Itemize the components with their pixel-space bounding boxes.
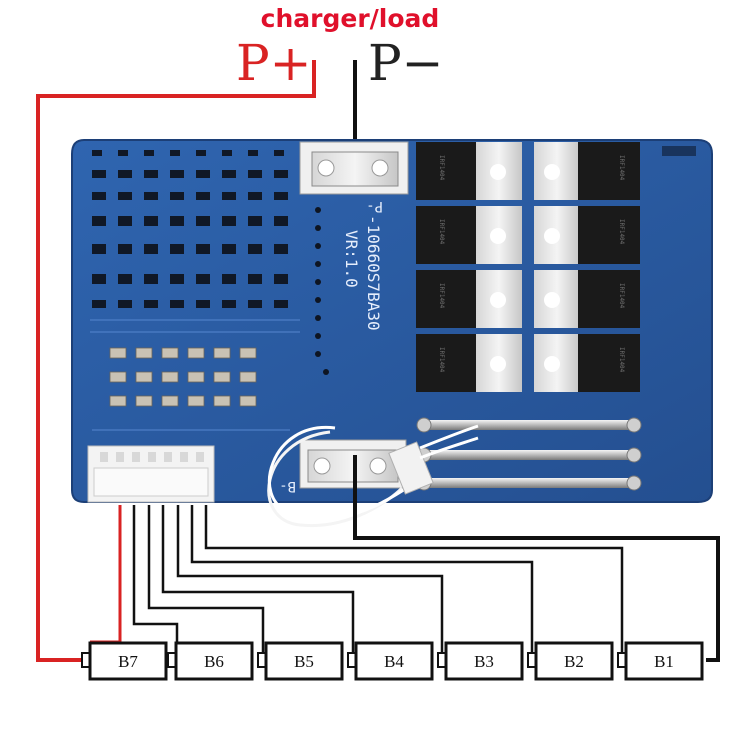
p-minus-pad: P- [299,141,409,214]
svg-text:IRF1404: IRF1404 [618,283,625,309]
svg-text:IRF1404: IRF1404 [438,155,445,181]
b-minus-pad-text: B- [279,478,296,494]
cell-b1: B1 [617,641,704,681]
p-minus-pad-text: P- [366,198,383,214]
battery-string: B7 B6 B5 B4 B3 B2 B1 [81,641,704,681]
mosfet: IRF1404 [416,334,522,392]
diagram-title: charger/load [260,4,440,33]
board-version-text: VR:1.0 [342,230,361,288]
svg-text:IRF1404: IRF1404 [438,347,445,373]
mosfet: IRF1404 [416,270,522,328]
cell-b7: B7 [81,641,168,681]
board-model-text: -10660S7BA30 [364,215,383,331]
cell-b5: B5 [257,641,344,681]
pcb-dot-pattern [662,146,696,156]
svg-text:IRF1404: IRF1404 [618,155,625,181]
cell-b3: B3 [437,641,524,681]
cell-label: B2 [564,652,584,671]
cell-label: B5 [294,652,314,671]
mosfet: IRF1404 [416,206,522,264]
mosfet: IRF1404 [416,142,522,200]
mosfet-bank-left: IRF1404 IRF1404 IRF1404 IRF1404 [416,142,522,392]
cell-label: B4 [384,652,404,671]
cell-label: B1 [654,652,674,671]
positive-wire [36,60,316,662]
p-minus-label: P− [368,34,444,92]
mosfet: IRF1404 [534,142,640,200]
cell-b4: B4 [347,641,434,681]
shunt-resistors [416,417,642,491]
pcb-traces [90,319,300,431]
cell-label: B6 [204,652,224,671]
balance-wire-positive [90,505,122,644]
bms-pcb: -10660S7BA30 VR:1.0 P- IRF1404 IRF1404 I… [71,139,713,528]
mosfet-bank-right: IRF1404 IRF1404 IRF1404 IRF1404 [534,142,640,392]
smd-resistor-grid [109,347,257,407]
svg-text:IRF1404: IRF1404 [438,219,445,245]
mosfet: IRF1404 [534,270,640,328]
smd-component-grid [92,150,288,308]
via-column [315,207,329,375]
svg-text:IRF1404: IRF1404 [618,219,625,245]
cell-label: B7 [118,652,138,671]
mosfet: IRF1404 [534,334,640,392]
mosfet: IRF1404 [534,206,640,264]
balance-wires [132,505,624,660]
svg-text:IRF1404: IRF1404 [618,347,625,373]
cell-b2: B2 [527,641,614,681]
cell-label: B3 [474,652,494,671]
svg-text:IRF1404: IRF1404 [438,283,445,309]
b-minus-pad: B- [279,439,407,494]
cell-b6: B6 [167,641,254,681]
thermal-fuse [267,424,479,528]
balance-connector [87,445,215,503]
p-plus-label: P+ [236,34,312,92]
negative-battery-wire [353,455,720,662]
